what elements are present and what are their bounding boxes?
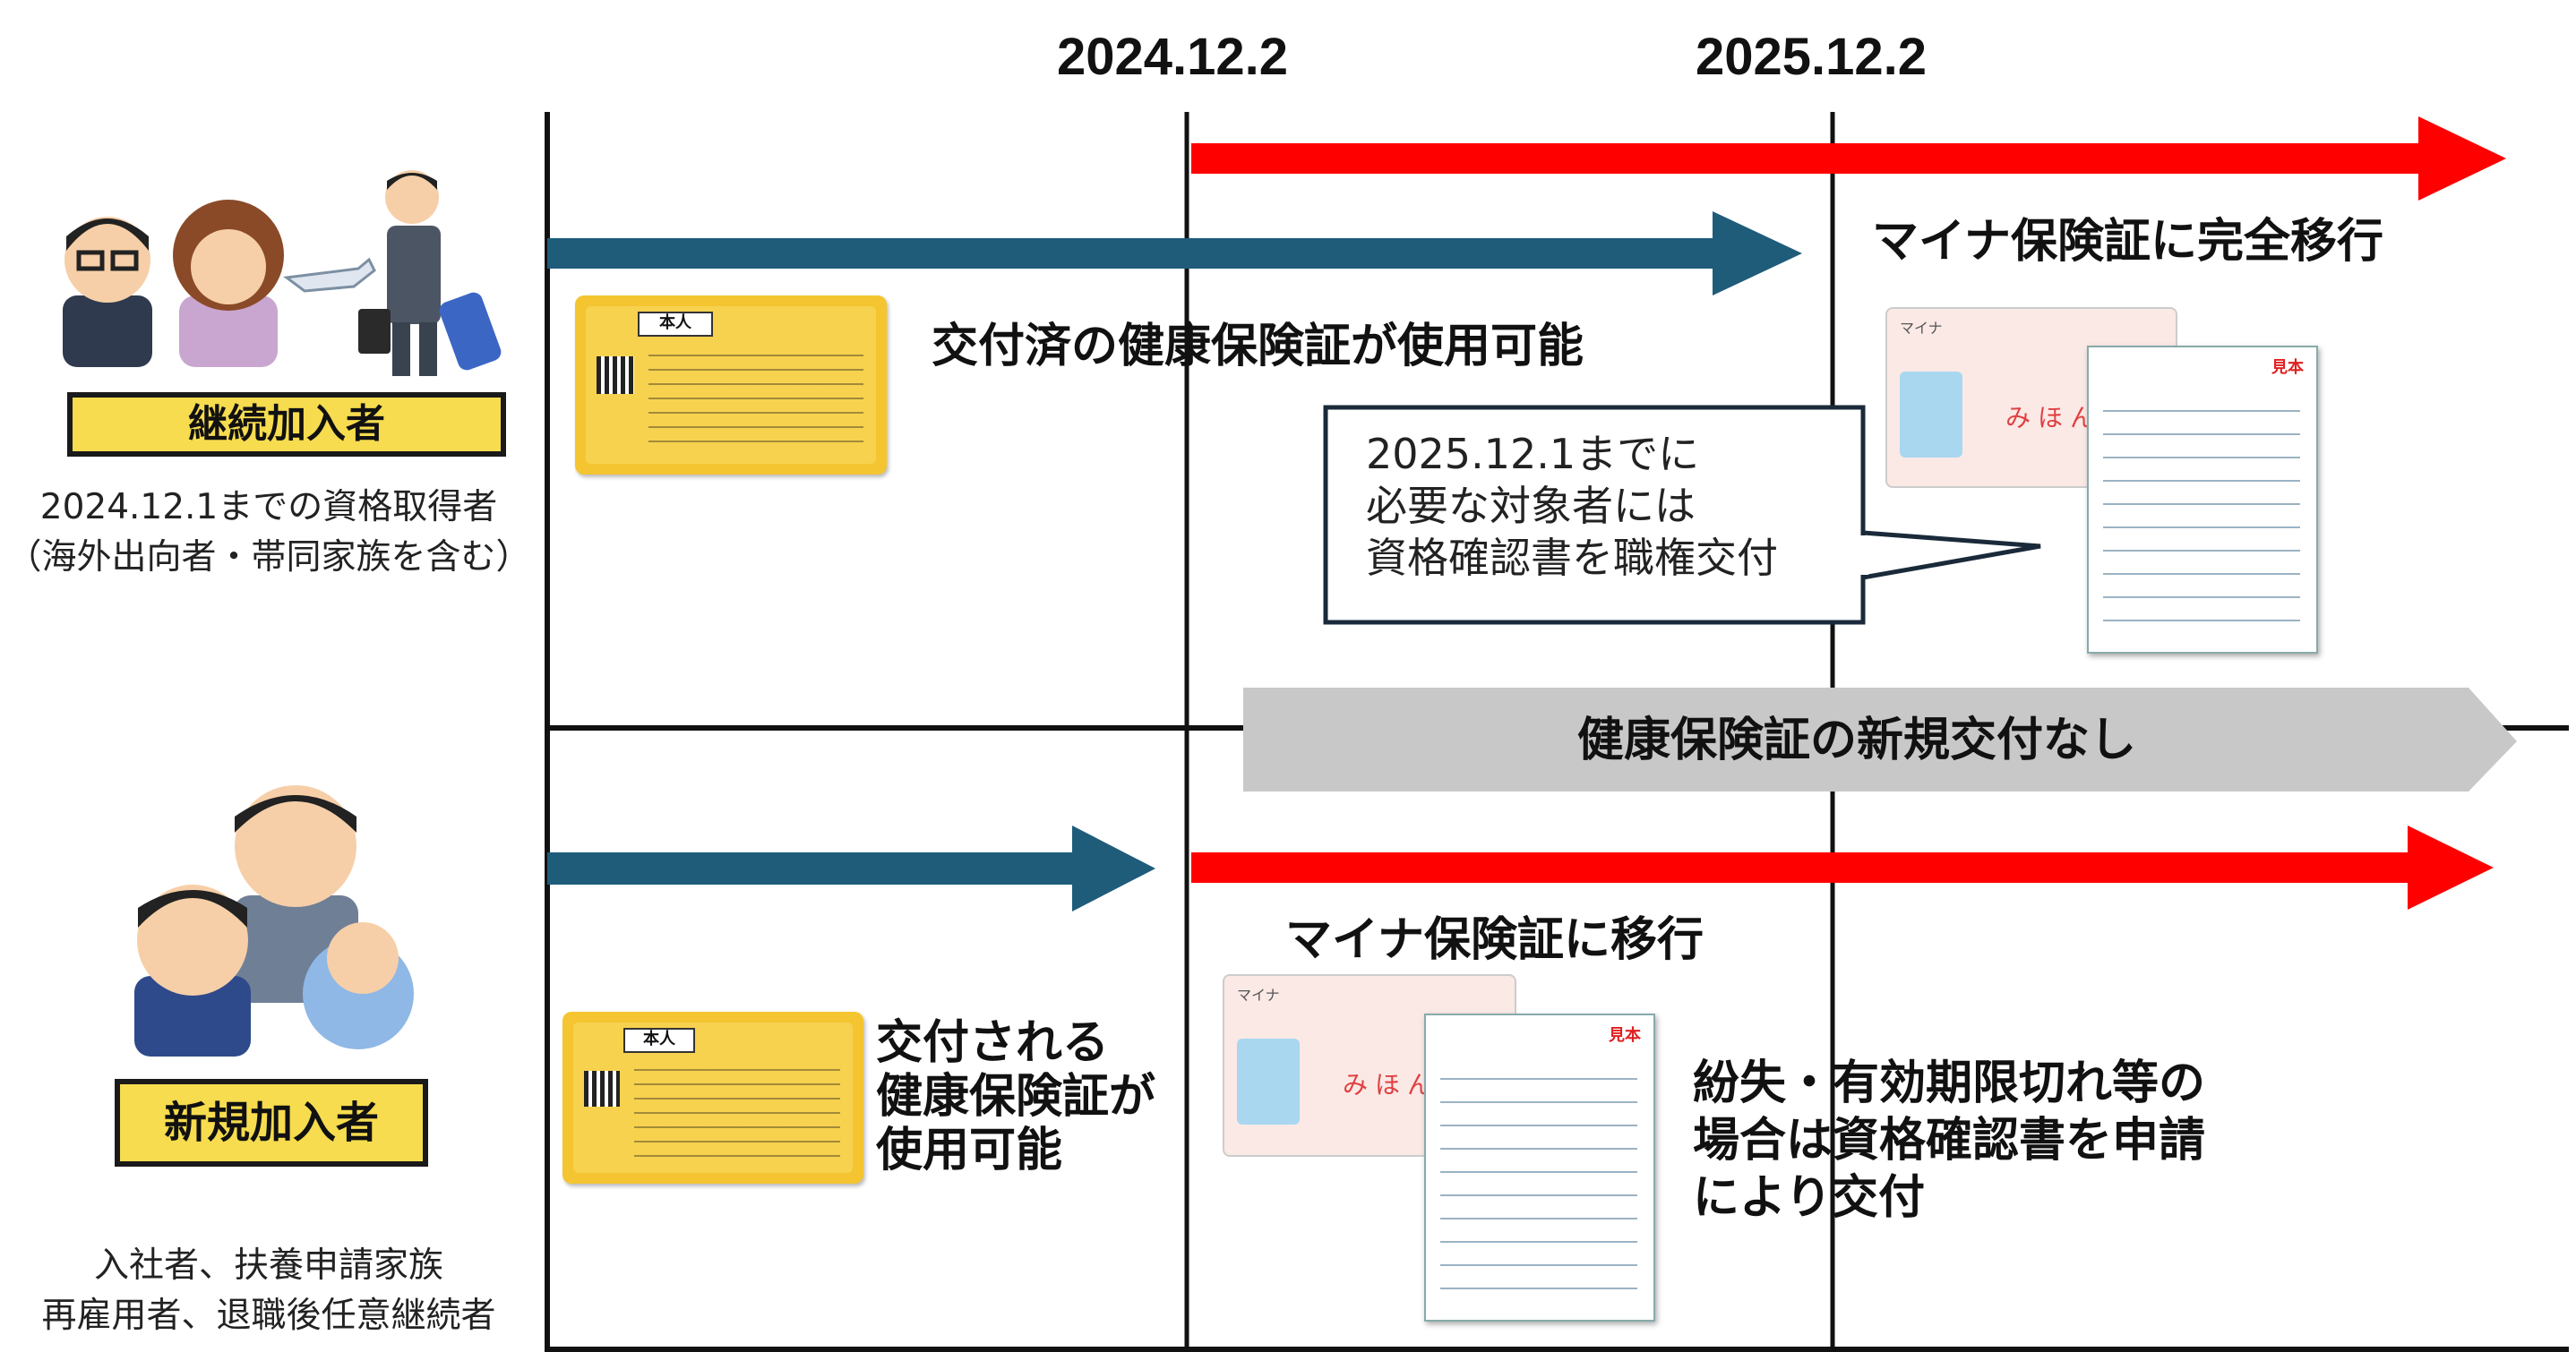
new-members-desc-1: 入社者、扶養申請家族 (93, 1245, 443, 1286)
red-arrow-new-mynumber (1191, 826, 2494, 910)
callout-line-3: 資格確認書を職権交付 (1366, 534, 1778, 582)
callout-bubble (1323, 405, 2041, 625)
migration-text: マイナ保険証に移行 (1285, 913, 1704, 967)
card-text-lines (634, 1057, 840, 1160)
new-members-desc-2: 再雇用者、退職後任意継続者 (41, 1296, 496, 1336)
new-card-usable-text-3: 使用可能 (876, 1124, 1063, 1177)
no-new-issue-banner (1243, 688, 2517, 792)
certificate-table-lines (2103, 389, 2300, 630)
man-glasses-icon (63, 217, 152, 367)
lost-card-text-3: により交付 (1693, 1171, 1925, 1225)
qualification-certificate-existing: 見本 (2087, 346, 2318, 654)
traveler-icon (358, 170, 502, 376)
existing-members-illustration (63, 170, 502, 376)
qr-code-icon (584, 1071, 620, 1107)
new-card-usable-text-1: 交付される (876, 1016, 1110, 1070)
new-card-usable-text-2: 健康保険証が (876, 1070, 1156, 1124)
qualification-certificate-new: 見本 (1424, 1014, 1655, 1322)
dark-arrow-new-card (547, 826, 1155, 911)
health-insurance-card-existing: 本人 (575, 295, 887, 475)
qr-code-icon (597, 356, 634, 394)
callout-line-2: 必要な対象者には (1366, 482, 1696, 530)
callout-line-1: 2025.12.1までに (1366, 430, 1700, 478)
card-title: 本人 (623, 1028, 695, 1053)
no-new-issue-text: 健康保険証の新規交付なし (1576, 714, 2136, 767)
existing-members-desc-2: （海外出向者・帯同家族を含む） (6, 537, 531, 578)
card-title: 本人 (638, 312, 713, 337)
date-label-2025: 2025.12.2 (1696, 28, 1928, 86)
airplane-icon (283, 257, 376, 293)
young-man-icon (134, 885, 251, 1057)
new-members-label: 新規加入者 (115, 1079, 428, 1167)
mascot-photo-icon (1900, 372, 1962, 458)
date-label-2024: 2024.12.2 (1057, 28, 1289, 86)
lost-card-text-2: 場合は資格確認書を申請 (1693, 1114, 2206, 1168)
red-arrow-existing-mynumber (1191, 116, 2506, 201)
health-insurance-card-new: 本人 (562, 1012, 863, 1184)
existing-card-usable-text: 交付済の健康保険証が使用可能 (932, 320, 1584, 373)
new-members-illustration (134, 785, 414, 1057)
full-migration-text: マイナ保険証に完全移行 (1872, 215, 2383, 269)
existing-members-label: 継続加入者 (67, 392, 506, 457)
existing-members-desc-1: 2024.12.1までの資格取得者 (39, 487, 498, 527)
mascot-photo-icon (1237, 1039, 1300, 1125)
card-text-lines (648, 342, 863, 449)
dark-arrow-existing-card (547, 211, 1802, 295)
lost-card-text-1: 紛失・有効期限切れ等の (1693, 1057, 2206, 1110)
woman-icon (173, 200, 284, 367)
baby-icon (303, 922, 414, 1049)
certificate-table-lines (1440, 1057, 1637, 1298)
